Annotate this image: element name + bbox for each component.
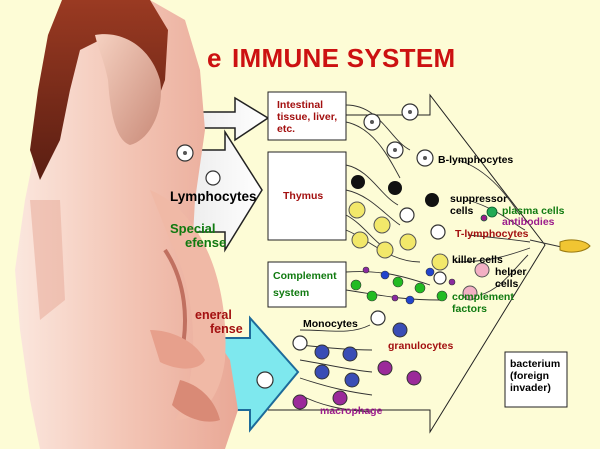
defense-label-1: efense bbox=[185, 235, 227, 250]
b-lymphocyte-cell-spots bbox=[183, 110, 427, 160]
lymphocytes-label: Lymphocytes bbox=[170, 189, 257, 204]
granulocytes-label: granulocytes bbox=[388, 340, 454, 352]
antibodies-label: antibodies bbox=[502, 216, 555, 228]
granulocyte-cells bbox=[292, 322, 422, 410]
monocytes-label: Monocytes bbox=[303, 318, 358, 330]
killer-cells-label: killer cells bbox=[452, 254, 503, 266]
helper-cells bbox=[462, 262, 490, 301]
macrophage-label: macrophage bbox=[320, 405, 383, 417]
b-lymphocytes-label: B-lymphocytes bbox=[438, 154, 514, 166]
t-lymphocytes-label: T-lymphocytes bbox=[455, 228, 529, 240]
suppressor-cells-label: suppressor cells bbox=[450, 193, 508, 218]
bacterium-box bbox=[504, 351, 568, 408]
special-label: Special bbox=[170, 221, 216, 236]
t-lymphocyte-cells bbox=[348, 201, 449, 271]
pregnant-woman-figure bbox=[15, 0, 238, 449]
white-cells bbox=[205, 170, 447, 389]
thymus-box-label: Thymus bbox=[283, 190, 324, 202]
complement-box bbox=[267, 261, 347, 308]
plasma-cells-label: plasma cells bbox=[502, 205, 565, 217]
suppressor-cells bbox=[351, 175, 439, 207]
bacterium-shape bbox=[559, 239, 591, 253]
defense-label-2: fense bbox=[210, 322, 243, 336]
plasma-cell-shapes bbox=[480, 206, 498, 222]
intestinal-box bbox=[267, 91, 347, 141]
general-label: eneral bbox=[195, 308, 232, 322]
diagram-title: IMMUNE SYSTEM bbox=[232, 43, 456, 73]
title-fragment: e bbox=[207, 43, 222, 73]
thymus-box bbox=[267, 151, 347, 241]
complement-box-label: Complement system bbox=[273, 270, 337, 299]
complement-factor-dots bbox=[350, 266, 456, 305]
large-outline-arrow bbox=[268, 93, 546, 434]
complement-factors-label: complement factors bbox=[452, 291, 514, 316]
intestinal-box-label: Intestinal tissue, liver, etc. bbox=[277, 99, 338, 136]
bacterium-box-label: bacterium (foreign invader) bbox=[510, 358, 561, 395]
helper-cells-label: helper cells bbox=[495, 266, 527, 291]
